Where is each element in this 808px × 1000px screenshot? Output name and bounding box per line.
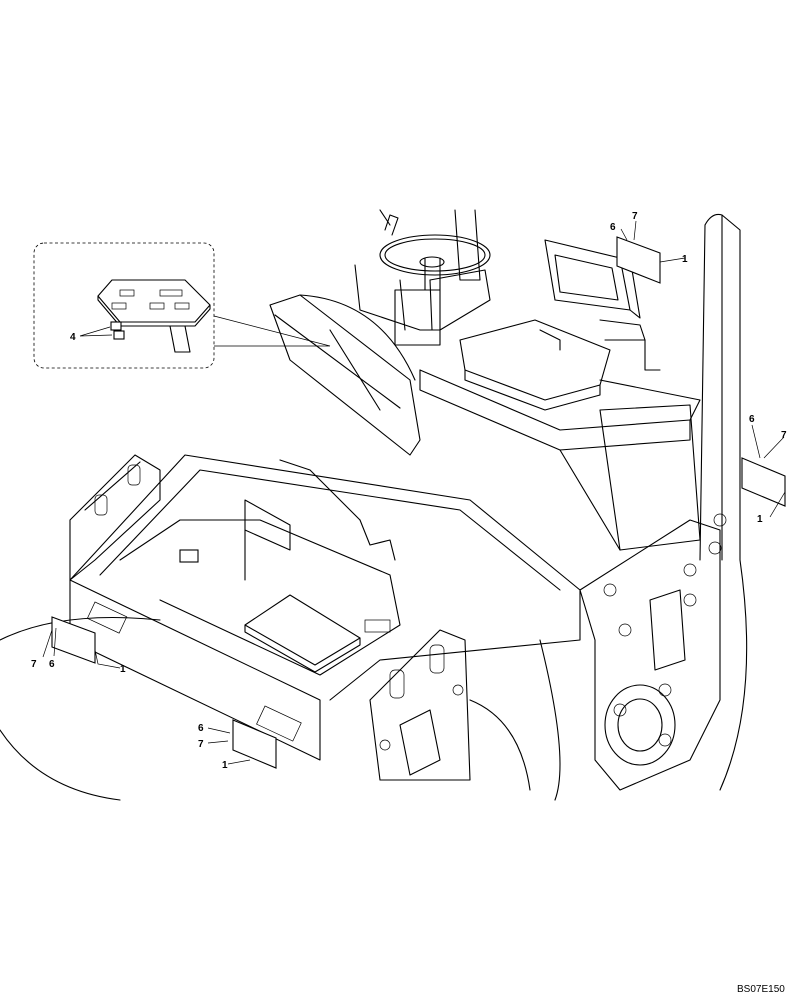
callout-7-mid: 7	[198, 739, 204, 750]
callout-1-mid: 1	[222, 760, 228, 771]
right-frame-bracket	[369, 629, 471, 781]
decal-plate-left	[51, 616, 96, 664]
callout-1-top: 1	[682, 254, 688, 265]
decal-plate-top	[616, 236, 661, 284]
decal-plates	[51, 236, 786, 769]
drawing-code: BS07E150	[737, 984, 785, 995]
rops-frame	[379, 209, 741, 561]
engine-deck	[69, 454, 581, 761]
callout-1-right: 1	[757, 514, 763, 525]
callout-6-mid: 6	[198, 723, 204, 734]
callout-6-top: 6	[610, 222, 616, 233]
callout-7-top: 7	[632, 211, 638, 222]
callouts: 4 6 7 1 6 7 1 7 6 1 6 7 1	[31, 211, 787, 771]
callout-7-left: 7	[31, 659, 37, 670]
detail-inset	[33, 242, 331, 369]
decal-plate-mid	[232, 719, 277, 769]
callout-6-right: 6	[749, 414, 755, 425]
drum-outline	[0, 459, 748, 801]
callout-6-left: 6	[49, 659, 55, 670]
guard-rail	[269, 294, 421, 456]
decal-plate-right	[741, 457, 786, 507]
leader-lines	[42, 220, 786, 765]
callout-1-left: 1	[120, 664, 126, 675]
front-drum-frame	[579, 513, 727, 791]
callout-7-right: 7	[781, 430, 787, 441]
callout-4: 4	[70, 332, 76, 343]
left-frame-bracket	[69, 454, 161, 581]
